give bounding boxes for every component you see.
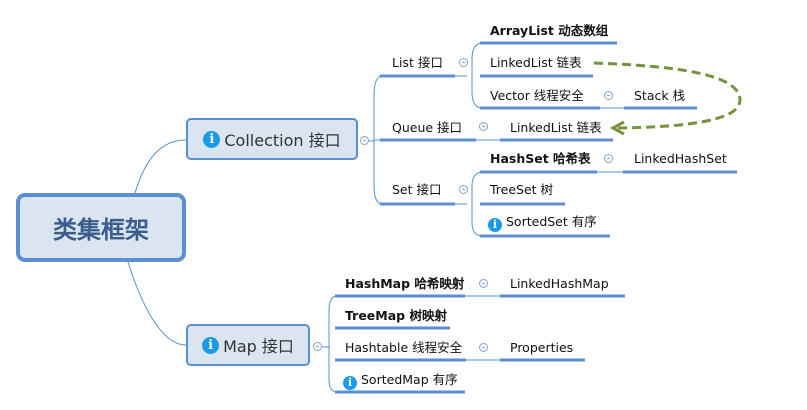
collection-label: Collection 接口 — [224, 131, 341, 150]
collapse-icon[interactable] — [313, 342, 322, 351]
linkedhashset-node[interactable]: LinkedHashSet — [634, 151, 727, 166]
linkedhashmap-node[interactable]: LinkedHashMap — [510, 276, 609, 291]
info-icon: i — [343, 376, 357, 390]
treeset-node[interactable]: TreeSet 树 — [490, 182, 554, 197]
properties-node[interactable]: Properties — [510, 340, 574, 355]
linkedlist-node[interactable]: LinkedList 链表 — [490, 55, 582, 70]
bracket-collection — [369, 75, 381, 205]
sortedset-node[interactable]: i SortedSet 有序 — [488, 214, 597, 232]
sortedset-label: SortedSet 有序 — [506, 214, 597, 229]
collapse-icon[interactable] — [479, 343, 488, 352]
collapse-icon[interactable] — [479, 279, 488, 288]
queue-linkedlist-node[interactable]: LinkedList 链表 — [510, 120, 602, 135]
map-label: Map 接口 — [223, 337, 294, 356]
collapse-icon[interactable] — [459, 185, 468, 194]
connector-root-map — [127, 261, 187, 346]
bracket-list — [455, 42, 481, 109]
bracket-set — [455, 171, 481, 237]
root-label: 类集框架 — [53, 216, 149, 244]
collapse-icon[interactable] — [479, 122, 488, 131]
info-icon: i — [488, 218, 502, 232]
hashtable-node[interactable]: Hashtable 线程安全 — [345, 340, 463, 355]
vector-node[interactable]: Vector 线程安全 — [490, 88, 584, 103]
list-node[interactable]: List 接口 — [392, 55, 443, 70]
queue-node[interactable]: Queue 接口 — [392, 120, 463, 135]
info-icon: i — [203, 130, 221, 148]
bracket-map — [322, 295, 336, 393]
collapse-icon[interactable] — [604, 154, 613, 163]
collapse-icon[interactable] — [604, 91, 613, 100]
collapse-icon[interactable] — [360, 136, 369, 145]
root-node[interactable]: 类集框架 — [16, 193, 186, 262]
sortedmap-label: SortedMap 有序 — [361, 372, 458, 387]
relationship-arrow — [593, 61, 742, 136]
info-icon: i — [202, 336, 220, 354]
sortedmap-node[interactable]: i SortedMap 有序 — [343, 372, 458, 390]
hashmap-node[interactable]: HashMap 哈希映射 — [345, 276, 465, 291]
connector-root-collection — [134, 139, 187, 194]
treemap-node[interactable]: TreeMap 树映射 — [345, 308, 447, 323]
arraylist-node[interactable]: ArrayList 动态数组 — [490, 23, 609, 38]
hashset-node[interactable]: HashSet 哈希表 — [490, 151, 591, 166]
set-node[interactable]: Set 接口 — [392, 182, 442, 197]
collapse-icon[interactable] — [459, 58, 468, 67]
stack-node[interactable]: Stack 栈 — [634, 88, 686, 103]
